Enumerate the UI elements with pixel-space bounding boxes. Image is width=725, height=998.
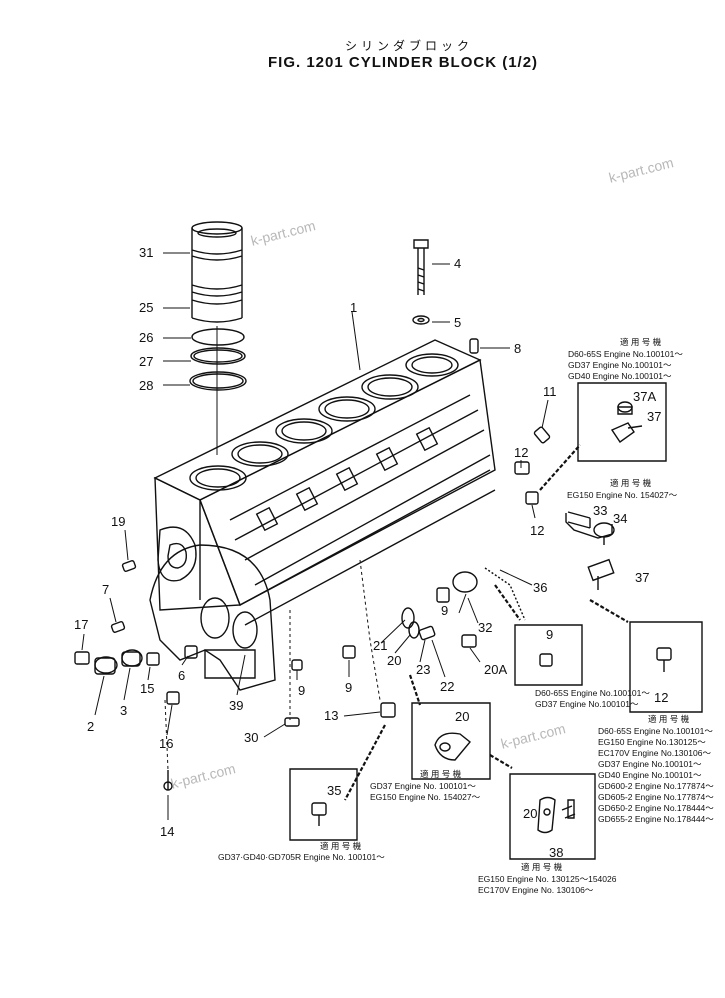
callout-3: 3 [120,703,128,718]
callout-20A: 20A [484,662,508,677]
note-line: EG150 Engine No.130125～ [598,737,706,747]
note-applicability-header: 適 用 号 機 [648,714,690,724]
note-line: GD37·GD40·GD705R Engine No. 100101～ [218,852,385,862]
leader-lines [82,253,628,820]
note-line: EG150 Engine No. 154027～ [567,490,678,500]
inset-boxes [290,383,702,859]
note-line: GD37 Engine No. 100101～ [370,781,476,791]
note-line: GD600-2 Engine No.177874～ [598,781,714,791]
note-line: EC170V Engine No.130106～ [598,748,711,758]
callout-5: 5 [454,315,462,330]
title-japanese: シリンダブロック [345,39,474,53]
callout-8: 8 [514,341,522,356]
callout-21: 21 [373,638,388,653]
callout-37: 37 [647,409,662,424]
callout-2: 2 [87,719,95,734]
callout-39: 39 [229,698,244,713]
callout-20: 20 [455,709,470,724]
note-line: GD655-2 Engine No.178444～ [598,814,714,824]
note-applicability-header: 適 用 号 機 [610,478,652,488]
callout-34: 34 [613,511,628,526]
callout-14: 14 [160,824,175,839]
callout-12: 12 [514,445,529,460]
callout-13: 13 [324,708,339,723]
callout-30: 30 [244,730,259,745]
callout-4: 4 [454,256,462,271]
note-line: D60-65S Engine No.100101～ [568,349,683,359]
callout-36: 36 [533,580,548,595]
note-line: GD37 Engine No.100101～ [598,759,702,769]
callout-31: 31 [139,245,154,260]
note-line: D60·65S Engine No.100101～ [598,726,713,736]
callout-19: 19 [111,514,126,529]
callout-20: 20 [523,806,538,821]
note-applicability-header: 適 用 号 機 [521,862,563,872]
cylinder-block [150,340,495,690]
cylinder-liner [192,222,242,455]
callout-35: 35 [327,783,342,798]
callout-22: 22 [440,679,455,694]
note-line: D60-65S Engine No.100101～ [535,688,650,698]
note-line: GD37 Engine No.100101～ [568,360,672,370]
o-rings [190,329,246,390]
callout-12: 12 [530,523,545,538]
callout-27: 27 [139,354,154,369]
callout-20: 20 [387,653,402,668]
callout-26: 26 [139,330,154,345]
callout-1: 1 [350,300,358,315]
callout-15: 15 [140,681,155,696]
callout-32: 32 [478,620,493,635]
callout-7: 7 [102,582,110,597]
callout-37A: 37A [633,389,657,404]
callout-25: 25 [139,300,154,315]
note-applicability-header: 適 用 号 機 [620,337,662,347]
callout-33: 33 [593,503,608,518]
callout-23: 23 [416,662,431,677]
note-line: GD650-2 Engine No.178444～ [598,803,714,813]
callout-9: 9 [441,603,449,618]
callout-9: 9 [345,680,353,695]
callout-12: 12 [654,690,669,705]
callout-6: 6 [178,668,186,683]
note-line: GD40 Engine No.100101～ [598,770,702,780]
note-line: EC170V Engine No. 130106～ [478,885,594,895]
note-applicability-header: 適 用 号 機 [320,841,362,851]
small-parts [75,426,550,790]
callout-17: 17 [74,617,89,632]
callout-38: 38 [549,845,564,860]
note-line: GD605-2 Engine No.177874～ [598,792,714,802]
note-line: EG150 Engine No. 130125～154026 [478,874,617,884]
note-line: GD40 Engine No.100101～ [568,371,672,381]
note-line: EG150 Engine No. 154027～ [370,792,481,802]
note-line: GD37 Engine No.100101～ [535,699,639,709]
page-title: FIG. 1201 CYLINDER BLOCK (1/2) [268,54,539,71]
callout-28: 28 [139,378,154,393]
callout-9: 9 [298,683,306,698]
callout-11: 11 [543,384,557,399]
callout-37: 37 [635,570,650,585]
callout-16: 16 [159,736,174,751]
note-applicability-header: 適 用 号 機 [420,769,462,779]
callout-9: 9 [546,627,554,642]
head-bolt-parts [413,240,478,353]
